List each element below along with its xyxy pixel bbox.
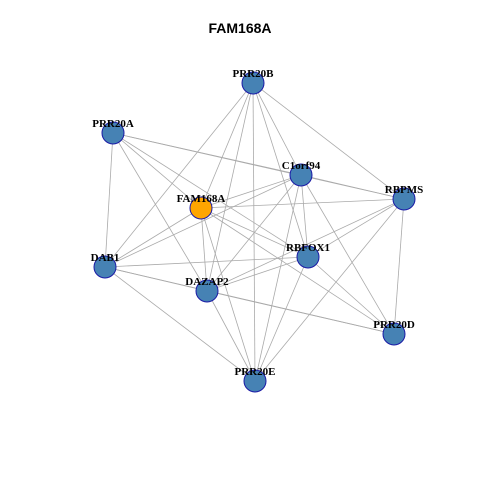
edge-rbpms-prr20d bbox=[393, 198, 405, 335]
node-rbpms[interactable] bbox=[392, 187, 416, 211]
edge-layer bbox=[104, 82, 405, 382]
edge-rbfox1-prr20e bbox=[254, 256, 309, 382]
node-label-rbpms: RBPMS bbox=[385, 184, 424, 196]
edge-rbpms-prr20e bbox=[254, 198, 405, 382]
edge-prr20b-c1orf94 bbox=[252, 82, 302, 176]
edge-c1orf94-dazap2 bbox=[206, 174, 302, 292]
edge-dazap2-prr20e bbox=[206, 290, 256, 382]
edge-fam168a-dazap2 bbox=[200, 207, 208, 292]
edge-fam168a-prr20d bbox=[200, 207, 395, 335]
edge-prr20b-rbfox1 bbox=[252, 82, 309, 258]
edge-c1orf94-fam168a bbox=[200, 174, 302, 209]
edge-c1orf94-rbpms bbox=[300, 174, 405, 200]
graph-title: FAM168A bbox=[208, 20, 272, 36]
node-prr20d[interactable] bbox=[382, 322, 406, 346]
edge-rbfox1-dazap2 bbox=[206, 256, 309, 292]
edge-prr20a-dazap2 bbox=[112, 132, 208, 292]
node-c1orf94[interactable] bbox=[289, 163, 313, 187]
edge-c1orf94-prr20e bbox=[254, 174, 302, 382]
node-label-c1orf94: C1orf94 bbox=[282, 160, 321, 172]
node-prr20a[interactable] bbox=[101, 121, 125, 145]
edge-fam168a-prr20e bbox=[200, 207, 256, 382]
edge-rbpms-rbfox1 bbox=[307, 198, 405, 258]
node-label-dazap2: DAZAP2 bbox=[185, 276, 229, 288]
node-prr20b[interactable] bbox=[241, 71, 265, 95]
edge-c1orf94-prr20d bbox=[300, 174, 395, 335]
node-dab1[interactable] bbox=[93, 255, 117, 279]
edge-c1orf94-dab1 bbox=[104, 174, 302, 268]
node-dazap2[interactable] bbox=[195, 279, 219, 303]
edge-prr20a-dab1 bbox=[104, 132, 114, 268]
node-label-prr20b: PRR20B bbox=[233, 68, 275, 80]
node-prr20e[interactable] bbox=[243, 369, 267, 393]
edge-prr20b-fam168a bbox=[200, 82, 254, 209]
edge-c1orf94-rbfox1 bbox=[300, 174, 309, 258]
edge-rbpms-dazap2 bbox=[206, 198, 405, 292]
edge-fam168a-rbfox1 bbox=[200, 207, 309, 258]
edge-dab1-prr20e bbox=[104, 266, 256, 382]
edge-dazap2-prr20d bbox=[206, 290, 395, 335]
node-label-dab1: DAB1 bbox=[91, 252, 120, 264]
node-label-prr20e: PRR20E bbox=[235, 366, 276, 378]
node-layer bbox=[93, 71, 416, 393]
edge-rbfox1-dab1 bbox=[104, 256, 309, 268]
node-label-fam168a: FAM168A bbox=[177, 193, 226, 205]
node-fam168a[interactable] bbox=[189, 196, 213, 220]
edge-prr20b-rbpms bbox=[252, 82, 405, 200]
edge-rbfox1-prr20d bbox=[307, 256, 395, 335]
node-rbfox1[interactable] bbox=[296, 245, 320, 269]
edge-fam168a-dab1 bbox=[104, 207, 202, 268]
edge-prr20a-fam168a bbox=[112, 132, 202, 209]
node-label-prr20d: PRR20D bbox=[373, 319, 415, 331]
edge-prr20a-rbfox1 bbox=[112, 132, 309, 258]
edge-rbpms-fam168a bbox=[200, 198, 405, 209]
edge-prr20b-dazap2 bbox=[206, 82, 254, 292]
node-label-rbfox1: RBFOX1 bbox=[286, 242, 330, 254]
node-label-prr20a: PRR20A bbox=[92, 118, 134, 130]
